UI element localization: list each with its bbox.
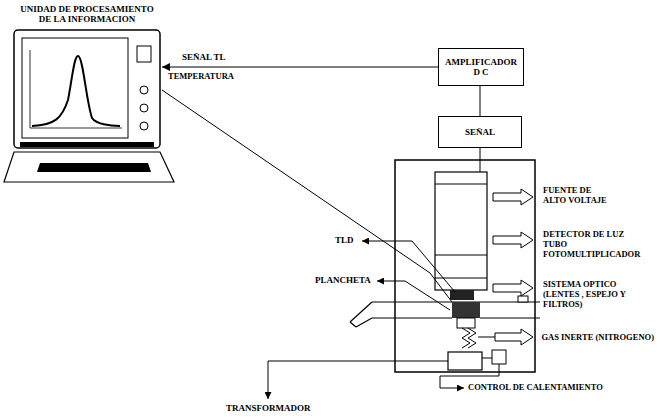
box-text: AMPLIFICADOR D C <box>441 57 521 78</box>
gas-label: GAS INERTE (NITROGENO) <box>541 332 654 342</box>
edge-label: SEÑAL TL <box>180 52 228 62</box>
photomultiplier-tube <box>435 172 487 290</box>
computer-unit: UNIDAD DE PROCESAMIENTO DE LA INFORMACIO… <box>12 4 162 150</box>
monitor-panel <box>137 46 151 62</box>
monitor-button <box>140 86 148 94</box>
screen-axes <box>30 50 122 128</box>
temperature-label: TEMPERATURA <box>168 71 234 81</box>
signal-box: SEÑAL <box>438 116 522 148</box>
leader-line <box>362 241 455 292</box>
gas-line <box>478 337 495 338</box>
control-unit <box>492 350 506 364</box>
amplifier-box: AMPLIFICADOR D C <box>438 48 524 86</box>
glow-curve <box>32 56 120 126</box>
reader-housing <box>395 160 535 372</box>
keyboard <box>4 152 174 182</box>
drawer-notch <box>518 296 528 302</box>
heater-wire <box>482 358 492 359</box>
heater-cup <box>457 318 475 328</box>
heater-coil <box>462 328 476 348</box>
hollow-arrow <box>493 280 533 296</box>
hollow-arrow <box>493 232 533 248</box>
monitor-screen <box>22 38 128 138</box>
planchet-label: PLANCHETA <box>315 275 371 286</box>
monitor-base <box>20 142 154 147</box>
signal-connector <box>480 86 481 116</box>
keyboard-keys <box>37 163 151 172</box>
hollow-arrow <box>493 189 533 205</box>
optical-system <box>450 290 474 300</box>
monitor-case <box>14 30 160 148</box>
tube-sections <box>435 184 487 278</box>
monitor-button <box>140 104 148 112</box>
leader-line <box>377 281 450 310</box>
heater-unit <box>448 352 482 370</box>
tld-label: TLD <box>335 235 354 246</box>
transformer-label: TRANSFORMADOR <box>226 403 311 414</box>
signal-connector <box>162 67 438 68</box>
monitor-button <box>140 122 148 130</box>
sample-drawer <box>350 302 540 327</box>
unit-heading: UNIDAD DE PROCESAMIENTO DE LA INFORMACIO… <box>12 4 162 25</box>
component-label: DETECTOR DE LUZ TUBO FOTOMULTIPLICADOR <box>543 229 648 260</box>
temperature-wire <box>162 90 452 302</box>
transformer-wire <box>268 361 448 399</box>
box-text: SEÑAL <box>465 127 495 137</box>
component-label: FUENTE DE ALTO VOLTAJE <box>543 185 615 205</box>
planchet <box>452 302 480 318</box>
control-label: CONTROL DE CALENTAMIENTO <box>468 382 603 392</box>
hollow-arrow <box>495 329 533 345</box>
component-label: SISTEMA OPTICO (LENTES , ESPEJO Y FILTRO… <box>543 279 643 310</box>
